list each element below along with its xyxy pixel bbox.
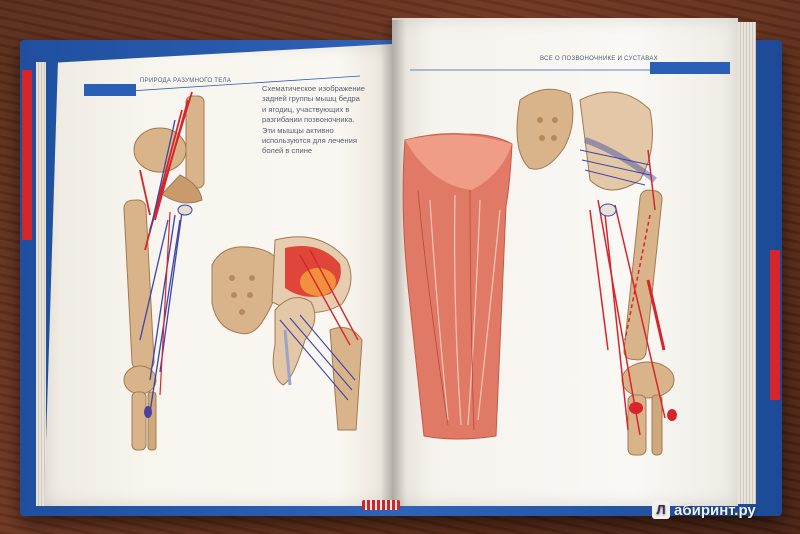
right-page-header: ВСЕ О ПОЗВОНОЧНИКЕ И СУСТАВАХ	[540, 56, 658, 62]
cover-red-stripe-right	[770, 250, 780, 400]
watermark-text: абиринт.ру	[674, 501, 756, 519]
hamstring-muscle-figure	[402, 133, 513, 440]
caption-line: разгибании позвоночника.	[262, 115, 355, 125]
caption-line: Схематическое изображение	[262, 84, 365, 93]
right-header-bar	[650, 62, 730, 74]
caption-line: болей в спине	[262, 146, 313, 156]
cover-red-stripe-left	[22, 70, 32, 240]
caption-line: и ягодиц, участвующих в	[262, 104, 350, 114]
left-page-header: ПРИРОДА РАЗУМНОГО ТЕЛА	[140, 78, 232, 84]
book-gutter	[380, 20, 406, 508]
caption-line: задней группы мышц бедра	[262, 94, 360, 104]
labirint-watermark: Л абиринт.ру	[652, 501, 756, 519]
page-edges-right	[738, 22, 756, 504]
caption-line: используются для лечения	[262, 136, 357, 146]
bookmark-ribbon	[362, 500, 400, 510]
leg-skeleton-figure-3	[516, 88, 677, 456]
page-edges-left	[36, 62, 46, 506]
figure-caption: Схематическое изображение задней группы …	[262, 84, 380, 157]
caption-line: Эти мышцы активно	[262, 125, 334, 135]
labirint-logo-icon: Л	[652, 501, 670, 519]
pelvis-figure-2	[211, 236, 363, 431]
leg-skeleton-figure-1	[123, 91, 205, 451]
